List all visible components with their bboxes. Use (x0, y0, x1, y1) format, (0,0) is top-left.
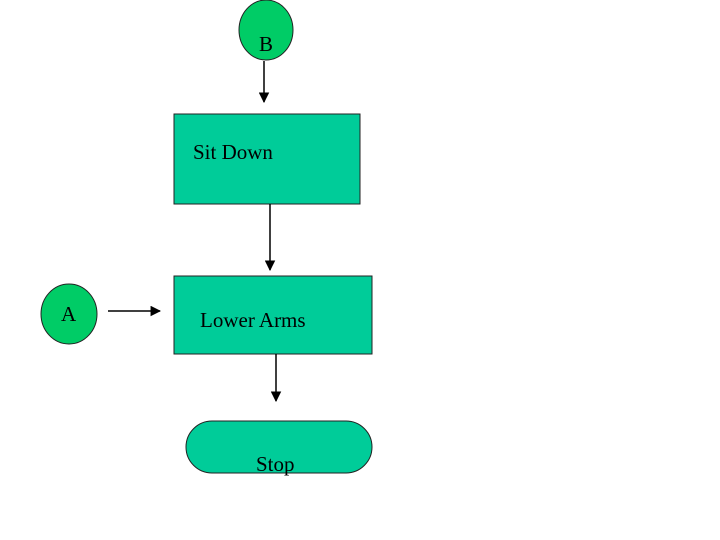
stop-label: Stop (256, 452, 295, 476)
sit-down-node: Sit Down (173, 113, 361, 205)
lower-arms-node: Lower Arms (173, 275, 373, 355)
connector-a-node: A (40, 283, 98, 345)
connector-b-node: B (238, 0, 294, 61)
sit-down-label: Sit Down (193, 140, 273, 164)
stop-node: Stop (185, 420, 373, 476)
connector-b-label: B (259, 32, 273, 56)
stop-terminator (185, 420, 373, 474)
connector-a-circle (40, 283, 98, 345)
connector-a-label: A (61, 302, 77, 326)
sit-down-box (173, 113, 361, 205)
connector-b-circle (238, 0, 294, 61)
lower-arms-box (173, 275, 373, 355)
lower-arms-label: Lower Arms (200, 308, 306, 332)
